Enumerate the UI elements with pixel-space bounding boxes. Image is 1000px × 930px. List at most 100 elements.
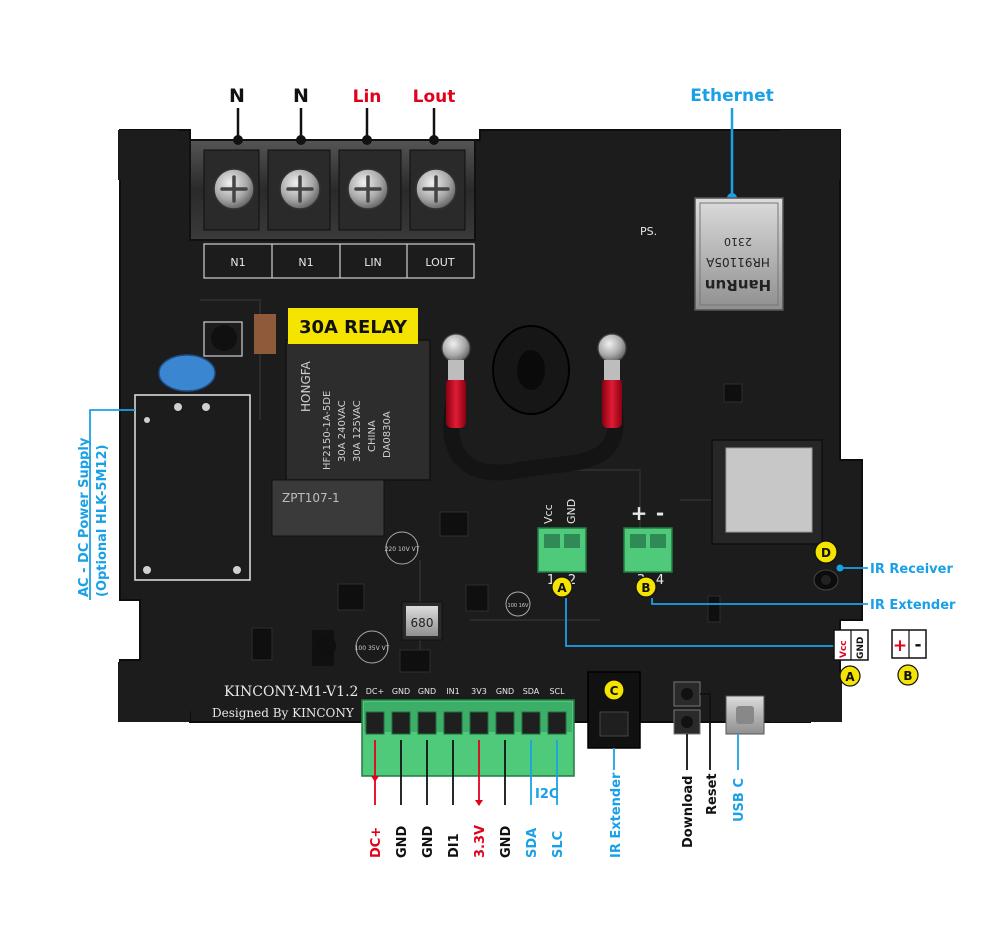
pin-arrow <box>475 800 483 806</box>
legend-b-minus: - <box>914 635 921 655</box>
varistor <box>158 354 216 392</box>
relay-banner: 30A RELAY <box>288 308 418 344</box>
right-leader-lines <box>565 567 868 647</box>
terminal-slot <box>495 711 515 735</box>
connector-a-pin2: 2 <box>568 573 576 588</box>
cap-small-mark: 100 35V VT <box>355 645 390 652</box>
ethernet-jack-model: HR91105A <box>705 255 770 269</box>
label-ethernet: Ethernet <box>690 86 774 106</box>
bottom-terminal-silk: DC+ GND GND IN1 3V3 GND SDA SCL <box>366 687 565 696</box>
legend-a-badge: A <box>845 670 855 684</box>
inductor: 680 <box>401 601 443 641</box>
connector-a-vcc: Vcc <box>542 504 555 524</box>
inductor-mark: 680 <box>411 616 434 630</box>
relay-line-1: HF2150-1A-5DE <box>322 391 333 470</box>
legend-a-vcc: Vcc <box>839 640 849 658</box>
terminal-silk-3: LIN <box>364 256 382 269</box>
relay: HONGFA HF2150-1A-5DE 30A 240VAC 30A 125V… <box>271 339 431 537</box>
legend-b-plus: + <box>893 636 907 656</box>
callout-c-text: C <box>610 684 619 698</box>
esp-module <box>711 439 823 545</box>
transformer-mark: ZPT107-1 <box>282 491 340 505</box>
terminal-silk-label: SCL <box>549 687 565 696</box>
usb-c-port <box>725 695 765 735</box>
power-supply-line-2: (Optional HLK-5M12) <box>95 445 110 597</box>
callout-b: B <box>635 576 657 598</box>
ps-mark: PS. <box>640 225 657 238</box>
connector-b: + - 3 4 <box>623 501 673 588</box>
designed-by: Designed By KINCONY <box>212 706 355 720</box>
label-usb-c: USB C <box>732 778 747 822</box>
relay-line-3: 30A 125VAC <box>352 400 363 462</box>
terminal-slot <box>391 711 411 735</box>
terminal-slot <box>417 711 437 735</box>
terminal-slot <box>443 711 463 735</box>
relay-line-5: DA0830A <box>382 411 393 458</box>
bottom-terminal-block <box>361 699 575 777</box>
label-ir-extender-bottom: IR Extender <box>609 772 624 858</box>
label-ir-receiver: IR Receiver <box>870 562 953 577</box>
ethernet-jack-mark: 2310 <box>724 235 752 248</box>
relay-line-2: 30A 240VAC <box>337 400 348 462</box>
label-lin: Lin <box>353 87 382 107</box>
callout-b-text: B <box>641 581 650 595</box>
relay-line-4: CHINA <box>367 420 378 452</box>
label-n2: N <box>293 85 309 107</box>
terminal-silk-label: GND <box>496 687 514 696</box>
terminal-silk-label: DC+ <box>366 687 384 696</box>
legend-b: + - B <box>891 629 927 686</box>
label-ir-extender-right: IR Extender <box>870 598 956 613</box>
terminal-silk-1: N1 <box>230 256 245 269</box>
ir-receiver-component <box>813 569 839 591</box>
terminal-silk-label: GND <box>418 687 436 696</box>
pin-label-dc-: DC+ <box>369 827 384 858</box>
ethernet-jack: 2310 HR91105A HanRun <box>694 197 784 311</box>
pin-label-slc: SLC <box>551 831 566 858</box>
cap-small2-mark: 100 16V <box>508 603 529 609</box>
capacitors: 220 10V VT 100 35V VT 100 16V <box>312 531 531 666</box>
pin-label-gnd: GND <box>499 825 514 858</box>
label-download: Download <box>681 776 696 848</box>
terminal-silk-label: 3V3 <box>471 687 487 696</box>
label-lout: Lout <box>413 87 456 107</box>
terminal-silk-2: N1 <box>298 256 313 269</box>
label-i2c: I2C <box>535 787 558 802</box>
pin-label-di1: DI1 <box>447 833 462 858</box>
power-supply-callout: AC - DC Power Supply (Optional HLK-5M12) <box>77 409 135 600</box>
pin-arrow <box>371 776 379 782</box>
pin-label-3-3v: 3.3V <box>473 825 488 858</box>
pin-label-gnd: GND <box>395 825 410 858</box>
connector-b-plus: + <box>631 501 648 525</box>
callout-d-text: D <box>821 546 831 560</box>
label-n1: N <box>229 85 245 107</box>
power-supply-line-1: AC - DC Power Supply <box>77 437 92 597</box>
connector-a-gnd: GND <box>565 499 578 524</box>
terminal-silk-label: IN1 <box>446 687 459 696</box>
cables <box>441 333 627 481</box>
thermistor <box>203 314 276 357</box>
bottom-right-leaders <box>613 693 739 770</box>
connector-b-minus: - <box>656 501 664 525</box>
audio-jack: C <box>587 671 641 749</box>
small-ics <box>251 383 743 673</box>
legend-b-badge: B <box>903 669 912 683</box>
connector-b-pin4: 4 <box>656 573 664 588</box>
terminal-slot <box>521 711 541 735</box>
terminal-silk-label: SDA <box>523 687 540 696</box>
callout-a: A <box>551 576 573 598</box>
pin-label-gnd: GND <box>421 825 436 858</box>
relay-brand: HONGFA <box>299 360 313 412</box>
pin-label-sda: SDA <box>525 828 540 858</box>
callout-a-text: A <box>557 581 567 595</box>
terminal-slot <box>469 711 489 735</box>
legend-a: Vcc GND A <box>833 629 869 687</box>
terminal-silk-4: LOUT <box>425 256 454 269</box>
terminal-slot <box>365 711 385 735</box>
callout-d: D <box>814 540 838 564</box>
relay-banner-text: 30A RELAY <box>299 317 408 338</box>
mains-terminal-block: N1 N1 LIN LOUT <box>189 139 476 279</box>
connector-a-pin1: 1 <box>547 573 555 588</box>
terminal-silk-label: GND <box>392 687 410 696</box>
cap-main-mark: 220 10V VT <box>385 546 420 553</box>
